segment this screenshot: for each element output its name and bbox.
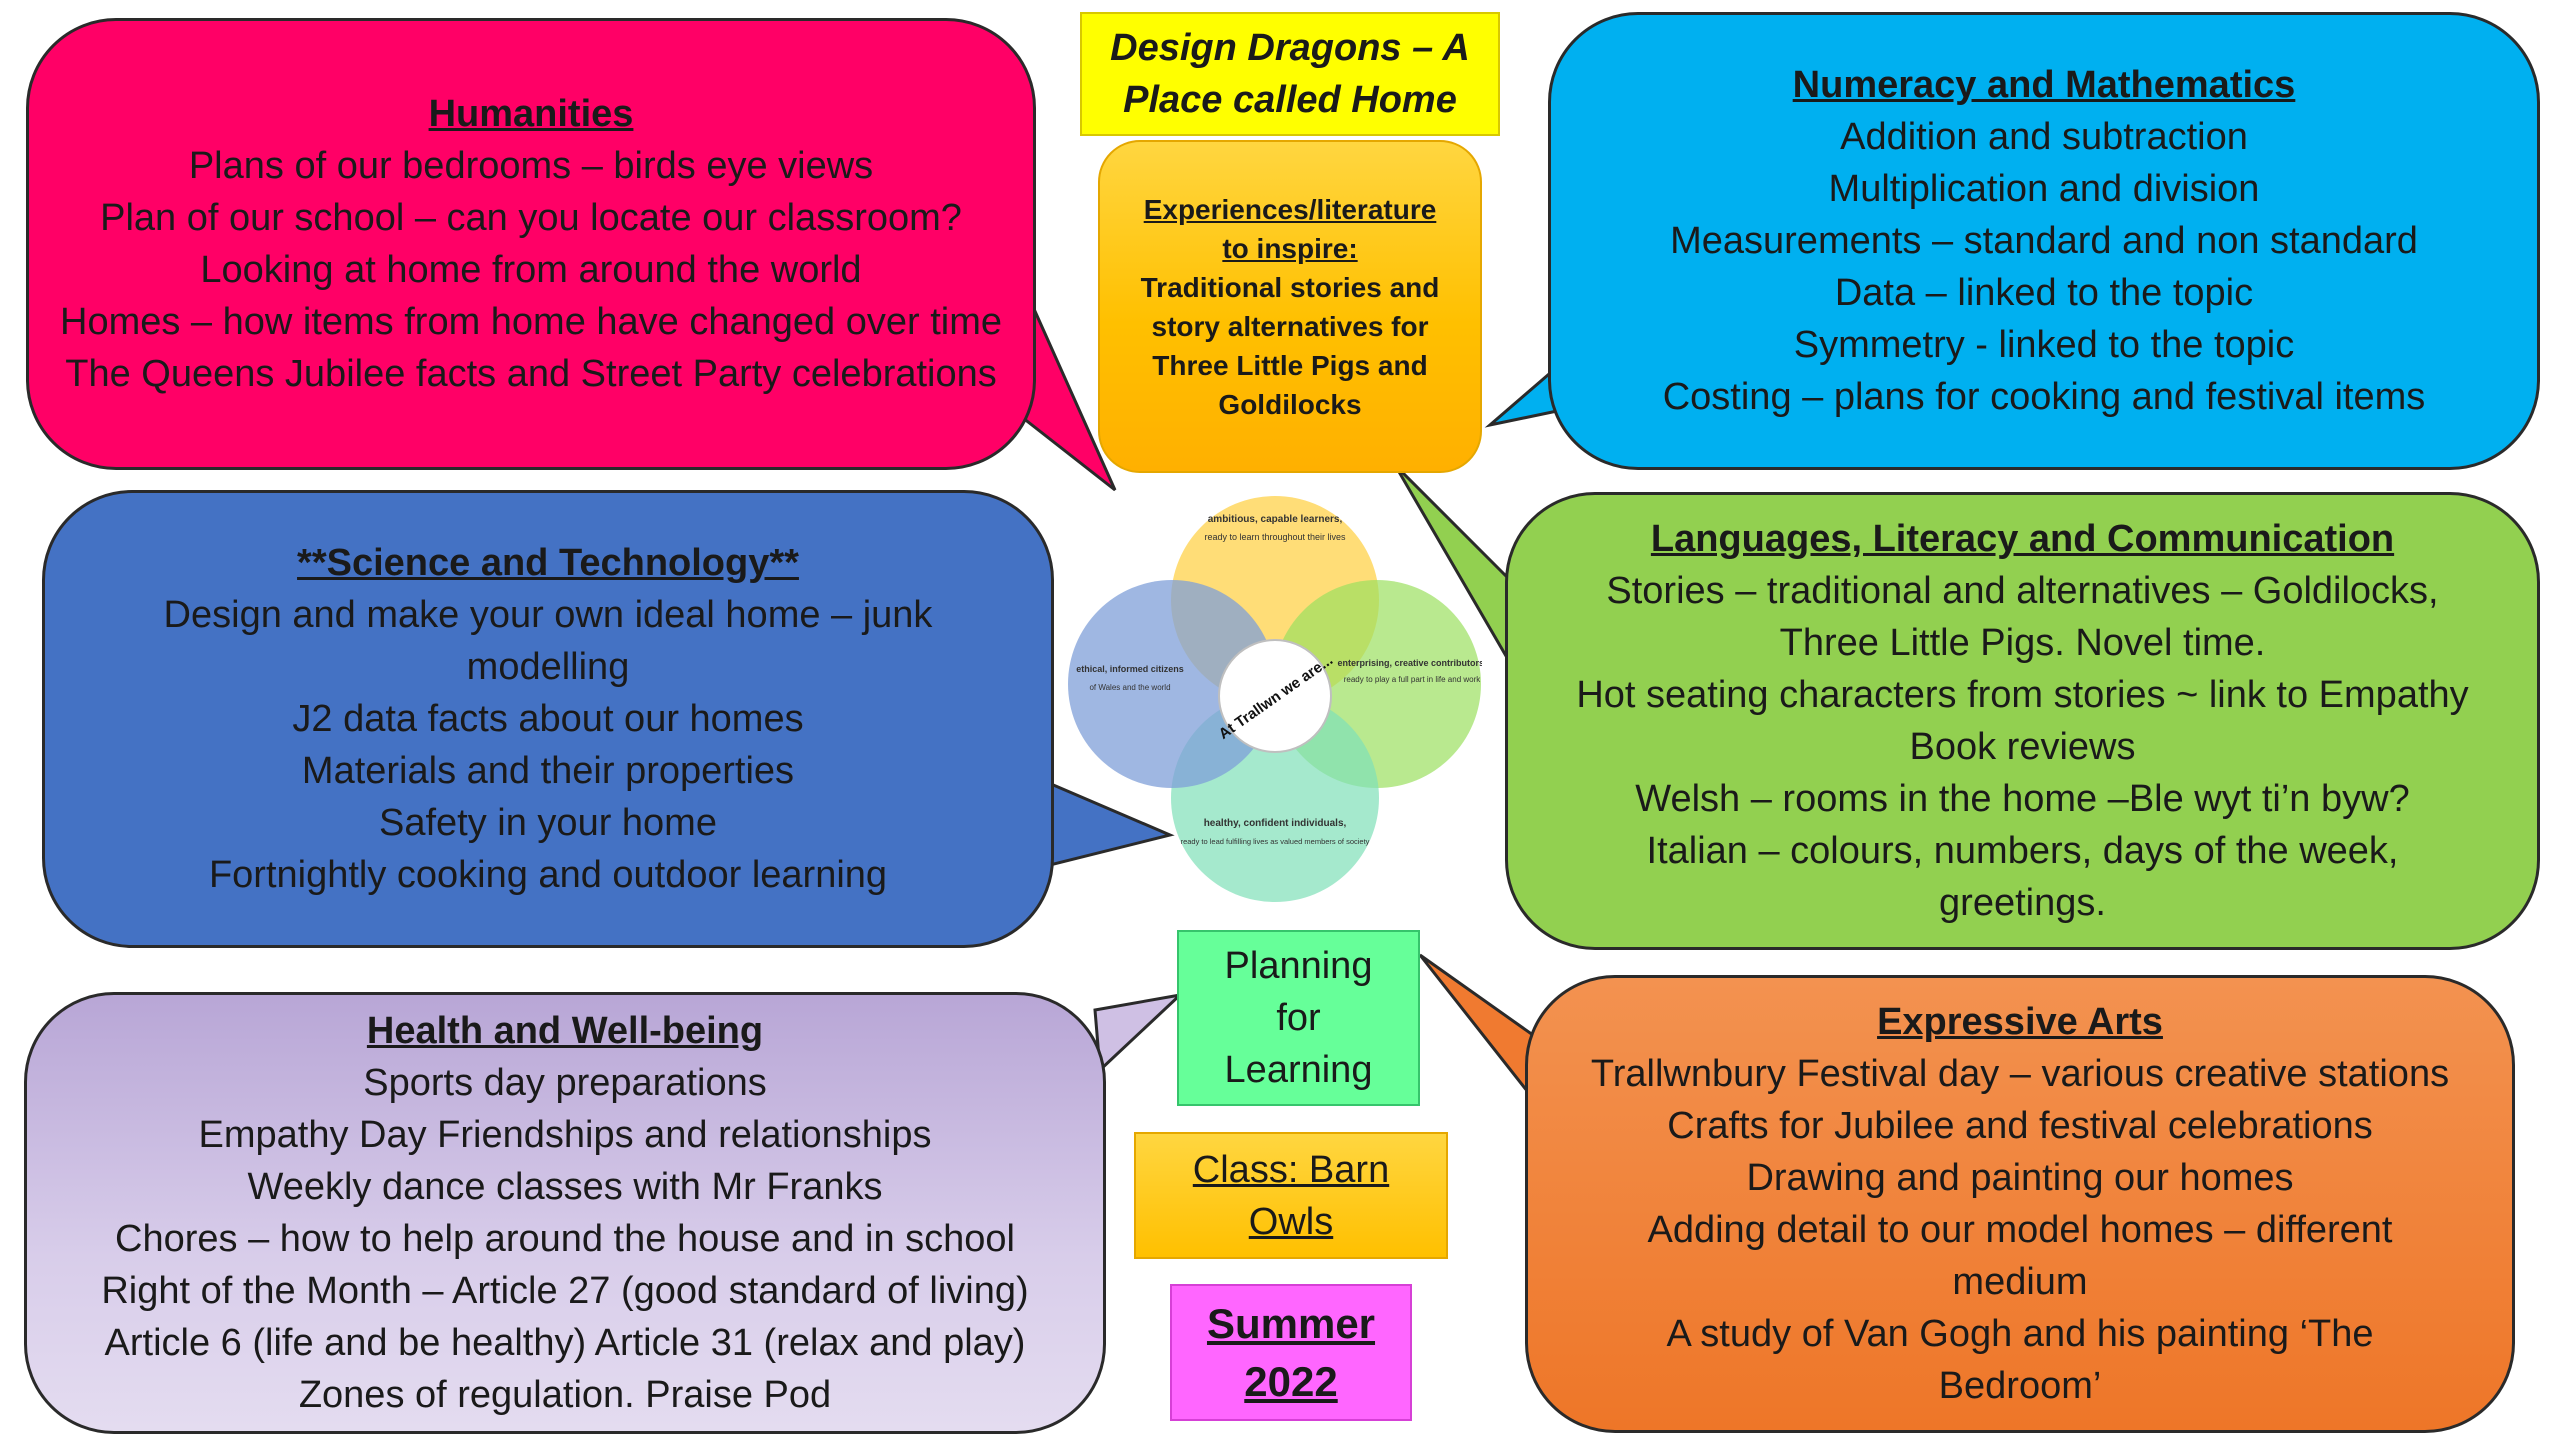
humanities-line: Plan of our school – can you locate our … [100, 197, 962, 239]
numeracy-line: Data – linked to the topic [1834, 272, 2254, 314]
class-line: Class: Barn [1192, 1148, 1390, 1191]
arts-bubble: Expressive Arts Trallwnbury Festival day… [1525, 975, 2515, 1433]
arts-line: Trallwnbury Festival day – various creat… [1590, 1053, 2450, 1095]
numeracy-line: Measurements – standard and non standard [1670, 220, 2418, 262]
science-line: Fortnightly cooking and outdoor learning [208, 854, 888, 896]
science-bubble: **Science and Technology** Design and ma… [42, 490, 1054, 948]
venn-top-text: ready to learn throughout their lives [1204, 532, 1346, 542]
venn-right-title: enterprising, creative contributors, [1337, 658, 1482, 668]
arts-line: Crafts for Jubilee and festival celebrat… [1667, 1105, 2373, 1147]
venn-left-text: of Wales and the world [1089, 683, 1170, 692]
languages-line: Italian – colours, numbers, days of the … [1646, 830, 2399, 872]
class-line: Owls [1248, 1200, 1334, 1243]
languages-line: greetings. [1939, 882, 2106, 924]
languages-bubble: Languages, Literacy and Communication St… [1505, 492, 2540, 950]
health-line: Right of the Month – Article 27 (good st… [101, 1270, 1029, 1312]
health-line: Weekly dance classes with Mr Franks [247, 1166, 883, 1208]
term-line: 2022 [1244, 1357, 1338, 1405]
humanities-line: Looking at home from around the world [200, 249, 862, 291]
numeracy-line: Symmetry - linked to the topic [1793, 324, 2295, 366]
science-line: Design and make your own ideal home – ju… [163, 594, 933, 636]
science-line: Safety in your home [379, 802, 717, 844]
inspire-line: Three Little Pigs and [1152, 349, 1428, 381]
numeracy-line: Multiplication and division [1828, 168, 2260, 210]
science-line: Materials and their properties [301, 750, 795, 792]
health-line: Sports day preparations [363, 1062, 767, 1104]
numeracy-line: Costing – plans for cooking and festival… [1662, 376, 2426, 418]
planning-line: for [1276, 997, 1321, 1039]
science-line: J2 data facts about our homes [292, 698, 804, 740]
health-bubble: Health and Well-being Sports day prepara… [24, 992, 1106, 1434]
inspire-line: story alternatives for [1151, 310, 1429, 342]
languages-line: Stories – traditional and alternatives –… [1606, 570, 2439, 612]
health-line: Empathy Day Friendships and relationship… [198, 1114, 932, 1156]
page-title-line: Place called Home [1123, 79, 1457, 121]
numeracy-line: Addition and subtraction [1840, 116, 2248, 158]
venn-circle-left [1068, 580, 1276, 788]
class-box: Class: Barn Owls [1134, 1132, 1448, 1259]
health-line: Article 6 (life and be healthy) Article … [104, 1322, 1026, 1364]
health-title: Health and Well-being [366, 1010, 764, 1052]
health-line: Chores – how to help around the house an… [115, 1218, 1015, 1260]
term-line: Summer [1206, 1299, 1376, 1347]
planning-line: Learning [1224, 1049, 1373, 1091]
planning-for-learning-box: Planning for Learning [1177, 930, 1420, 1106]
health-line: Zones of regulation. Praise Pod [298, 1374, 832, 1416]
planning-line: Planning [1224, 945, 1373, 987]
languages-line: Book reviews [1909, 726, 2136, 768]
venn-bottom-title: healthy, confident individuals, [1204, 818, 1347, 829]
term-box: Summer 2022 [1170, 1284, 1412, 1421]
languages-line: Welsh – rooms in the home –Ble wyt ti’n … [1635, 778, 2410, 820]
page-title: Design Dragons – A Place called Home [1080, 12, 1500, 136]
venn-top-title: ambitious, capable learners, [1208, 514, 1343, 525]
arts-line: Adding detail to our model homes – diffe… [1647, 1209, 2393, 1251]
arts-line: Drawing and painting our homes [1746, 1157, 2294, 1199]
humanities-title: Humanities [428, 93, 634, 135]
languages-line: Three Little Pigs. Novel time. [1779, 622, 2266, 664]
venn-left-title: ethical, informed citizens [1076, 664, 1184, 674]
science-title: **Science and Technology** [297, 542, 799, 584]
venn-right-text: ready to play a full part in life and wo… [1344, 675, 1482, 684]
humanities-bubble: Humanities Plans of our bedrooms – birds… [26, 18, 1036, 470]
languages-line: Hot seating characters from stories ~ li… [1576, 674, 2469, 716]
inspire-line: Traditional stories and [1140, 271, 1440, 303]
venn-center-circle [1218, 639, 1332, 753]
inspire-line: Goldilocks [1218, 388, 1362, 420]
arts-line: medium [1952, 1261, 2088, 1303]
languages-title: Languages, Literacy and Communication [1650, 518, 2395, 560]
four-purposes-venn-diagram: At Trallwn we are... ambitious, capable … [1068, 496, 1482, 902]
humanities-line: Homes – how items from home have changed… [60, 301, 1002, 343]
humanities-line: Plans of our bedrooms – birds eye views [188, 145, 874, 187]
arts-title: Expressive Arts [1877, 1001, 2163, 1043]
page-title-line: Design Dragons – A [1110, 27, 1470, 69]
arts-line: A study of Van Gogh and his painting ‘Th… [1666, 1313, 2374, 1355]
inspire-title: to inspire: [1222, 232, 1358, 264]
venn-bottom-text: ready to lead fulfilling lives as valued… [1181, 837, 1370, 846]
science-line: modelling [466, 646, 630, 688]
inspire-title: Experiences/literature [1143, 193, 1437, 225]
humanities-line: The Queens Jubilee facts and Street Part… [65, 353, 997, 395]
numeracy-title: Numeracy and Mathematics [1792, 64, 2296, 106]
numeracy-bubble: Numeracy and Mathematics Addition and su… [1548, 12, 2540, 470]
inspire-box: Experiences/literature to inspire: Tradi… [1098, 140, 1482, 473]
arts-line: Bedroom’ [1938, 1365, 2102, 1407]
